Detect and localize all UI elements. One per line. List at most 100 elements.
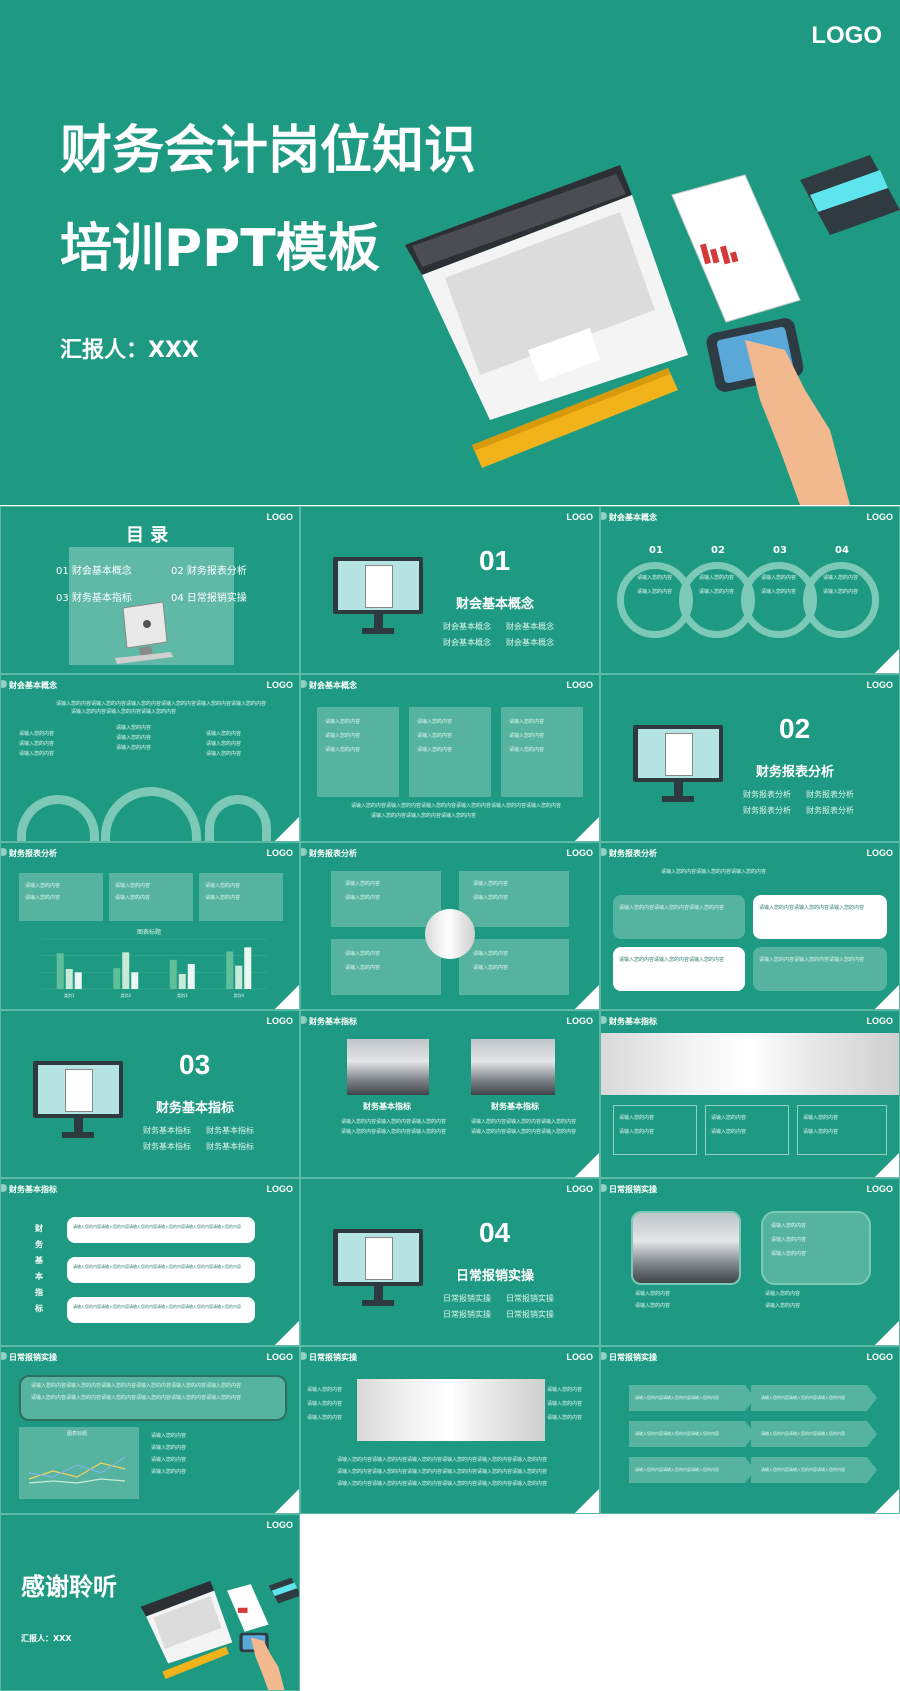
toc-item-4[interactable]: 04 日常报销实操: [171, 593, 247, 604]
document-icon: [671, 174, 801, 323]
page-corner: [575, 1489, 599, 1513]
footer-text: 请输入您的内容请输入您的内容请输入您的内容: [371, 813, 477, 819]
slide-title: 财务报表分析: [601, 848, 657, 858]
page-corner: [275, 985, 299, 1009]
panel-text: 请输入您的内容: [345, 895, 381, 901]
panel-text: 请输入您的内容: [325, 719, 361, 725]
reimburse-photo-slide: 日常报销实操 LOGO 请输入您的内容 请输入您的内容 请输入您的内容 请输入您…: [600, 1178, 900, 1346]
caption-text: 请输入您的内容请输入您的内容请输入您的内容: [341, 1129, 447, 1135]
banner-photo: [357, 1379, 545, 1441]
side-text: 请输入您的内容: [151, 1445, 187, 1451]
toc-item-3[interactable]: 03 财务基本指标: [56, 593, 132, 604]
vertical-label: 基: [35, 1256, 43, 1265]
bar: [226, 951, 234, 989]
thanks-title: 感谢聆听: [21, 1573, 117, 1601]
center-photo: [425, 909, 475, 959]
section-sub: 财务报表分析: [743, 806, 791, 815]
panel-text: 请输入您的内容: [345, 881, 381, 887]
ring: [803, 562, 879, 638]
vertical-label: 财: [35, 1224, 43, 1233]
category-label: 类别2: [120, 992, 131, 998]
category-label: 类别1: [64, 992, 75, 998]
arc: [17, 795, 99, 841]
panel-text: 请输入您的内容: [325, 747, 361, 753]
toc-item-2[interactable]: 02 财务报表分析: [171, 566, 247, 577]
col-text: 请输入您的内容: [206, 731, 242, 737]
text-panel: [199, 873, 283, 921]
thanks-reporter: 汇报人：XXX: [21, 1634, 72, 1643]
report-cards-slide: 财务报表分析 LOGO 请输入您的内容请输入您的内容请输入您的内容 请输入您的内…: [600, 842, 900, 1010]
logo: LOGO: [266, 1352, 294, 1362]
arrow-text: 请输入您的内容请输入您的内容请输入您的内容: [761, 1395, 845, 1400]
category-label: 类别4: [233, 992, 244, 998]
col-text: 请输入您的内容: [116, 735, 152, 741]
logo: LOGO: [566, 848, 594, 858]
laptop-desk-illustration: [405, 155, 900, 505]
card-text: 请输入您的内容请输入您的内容请输入您的内容: [759, 957, 865, 963]
caption-text: 请输入您的内容: [635, 1291, 671, 1297]
col-text: 请输入您的内容: [19, 751, 55, 757]
section-sub: 财务基本指标: [143, 1142, 191, 1151]
arc: [101, 787, 201, 841]
side-text: 请输入您的内容: [151, 1433, 187, 1439]
panel-text: 请输入您的内容: [25, 895, 61, 901]
list-item: [67, 1297, 255, 1323]
card: [613, 895, 745, 939]
bar: [187, 964, 195, 989]
panel-text: 请输入您的内容: [417, 719, 453, 725]
cover-title-line1: 财务会计岗位知识: [60, 121, 477, 181]
laptop-icon: [405, 165, 688, 420]
intro-panel: [19, 1375, 287, 1421]
section-name: 日常报销实操: [456, 1269, 535, 1284]
bubble-text: 请输入您的内容: [771, 1223, 807, 1229]
vertical-label: 务: [35, 1240, 43, 1249]
ruler-icon: [472, 368, 678, 468]
panel-text: 请输入您的内容: [345, 951, 381, 957]
text-bubble: [761, 1211, 871, 1285]
panel-text: 请输入您的内容: [417, 747, 453, 753]
logo: LOGO: [866, 1184, 894, 1194]
text-panel: [459, 871, 569, 927]
text-panel: [409, 707, 491, 797]
card: [613, 947, 745, 991]
section-number: 04: [479, 1217, 511, 1248]
section-01-slide: LOGO 01 财会基本概念 财会基本概念 财会基本概念 财会基本概念 财会基本…: [300, 506, 600, 674]
bar: [74, 972, 82, 989]
indicator-photos-slide: 财务基本指标 LOGO 财务基本指标 财务基本指标 请输入您的内容请输入您的内容…: [300, 1010, 600, 1178]
panel-text: 请输入您的内容: [619, 1129, 655, 1135]
logo: LOGO: [266, 848, 294, 858]
vertical-label: 标: [35, 1304, 43, 1313]
cover-reporter: 汇报人：XXX: [60, 338, 199, 363]
toc-item-1[interactable]: 01 财会基本概念: [56, 566, 132, 577]
text-panel: [317, 707, 399, 797]
slide-title: 财会基本概念: [301, 680, 357, 690]
arrow-text: 请输入您的内容请输入您的内容请输入您的内容: [761, 1467, 845, 1472]
monitor-icon: [633, 725, 723, 807]
page-corner: [575, 1153, 599, 1177]
arrow-step: [629, 1421, 755, 1447]
text-panel: [19, 873, 103, 921]
reimburse-arrows-slide: 日常报销实操 LOGO 请输入您的内容请输入您的内容请输入您的内容 请输入您的内…: [600, 1346, 900, 1514]
report-quad-slide: 财务报表分析 LOGO 请输入您的内容 请输入您的内容 请输入您的内容 请输入您…: [300, 842, 600, 1010]
panel-text: 请输入您的内容: [509, 719, 545, 725]
reimburse-chart-slide: 日常报销实操 LOGO 请输入您的内容请输入您的内容请输入您的内容请输入您的内容…: [0, 1346, 300, 1514]
logo: LOGO: [866, 1352, 894, 1362]
toc-slide: LOGO 目 录 01 财会基本概念 02 财务报表分析 03 财务基本指标 0…: [0, 506, 300, 674]
phone-hand-icon: [706, 318, 850, 505]
slide-title: 财会基本概念: [1, 680, 57, 690]
photo-caption: 财务基本指标: [491, 1102, 539, 1111]
page-corner: [875, 1489, 899, 1513]
section-name: 财会基本概念: [456, 597, 535, 612]
chart-title: 图表标题: [67, 1431, 88, 1437]
col-text: 请输入您的内容: [116, 745, 152, 751]
slide-title: 财务基本指标: [301, 1016, 357, 1026]
concept-arcs-slide: 财会基本概念 LOGO 请输入您的内容请输入您的内容请输入您的内容请输入您的内容…: [0, 674, 300, 842]
cover-title-line2: 培训PPT模板: [60, 219, 380, 279]
section-sub: 日常报销实操: [506, 1310, 554, 1319]
logo: LOGO: [866, 1016, 894, 1026]
computer-icon: [115, 602, 173, 664]
section-number: 03: [179, 1049, 211, 1080]
slide-title: 日常报销实操: [601, 1352, 657, 1362]
col-text: 请输入您的内容: [19, 741, 55, 747]
logo: LOGO: [266, 1184, 294, 1194]
